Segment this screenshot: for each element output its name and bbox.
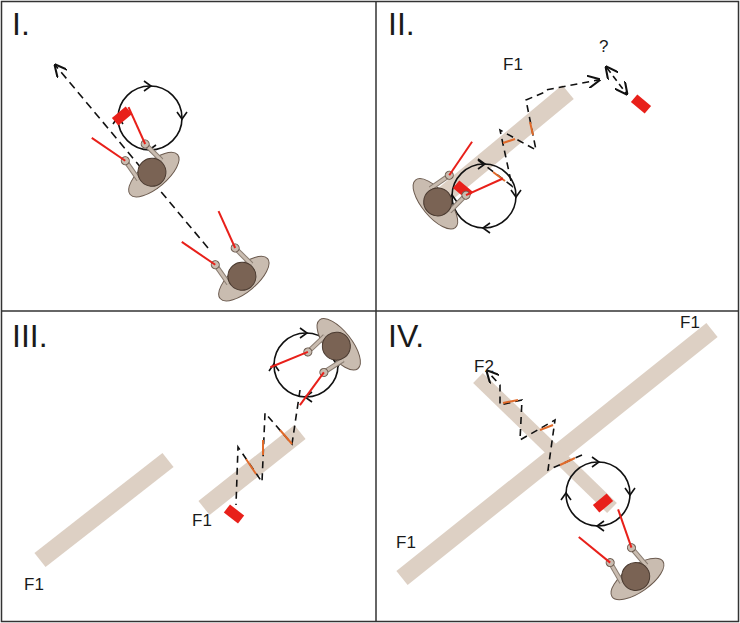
panel-four-art [402, 330, 712, 607]
trail-label: F1 [503, 56, 523, 73]
search-path [56, 66, 208, 248]
panel-two-art [406, 68, 652, 236]
trail-contact [246, 459, 256, 474]
zigzag-path [236, 390, 300, 505]
uncertain-arrow [607, 68, 626, 93]
person-figure [266, 312, 368, 411]
red-marker [593, 493, 613, 512]
panel-number: II. [388, 8, 415, 40]
zigzag-path [478, 80, 598, 186]
trail-band [40, 460, 168, 560]
zigzag-path [488, 372, 582, 470]
trail-band [402, 330, 712, 578]
panel-three-art [40, 312, 368, 560]
trail-contact [530, 122, 533, 135]
person-figure [176, 207, 276, 309]
trail-contact [503, 400, 518, 403]
panel-number: IV. [388, 320, 424, 352]
trail-band [204, 432, 300, 508]
trail-contact [262, 440, 264, 455]
search-loop [561, 457, 635, 531]
trail-label: F1 [680, 314, 700, 331]
person-figure [86, 103, 186, 205]
trail-label: F2 [474, 358, 494, 375]
panel-number: I. [12, 8, 30, 40]
trail-contact [503, 139, 515, 143]
trail-band [438, 92, 568, 200]
trail-label: F1 [192, 512, 212, 529]
person-figure [406, 136, 508, 236]
trail-contact [560, 458, 575, 465]
trail-band [478, 378, 612, 508]
trail-label: F1 [24, 576, 44, 593]
red-marker [224, 505, 244, 524]
person-figure [573, 505, 670, 607]
red-marker [631, 94, 651, 113]
trail-contact [280, 430, 292, 444]
trail-contact [540, 425, 553, 430]
question-mark: ? [599, 38, 608, 55]
trail-label: F1 [396, 534, 416, 551]
panel-one-art [56, 66, 276, 308]
panel-number: III. [12, 320, 48, 352]
panel-divider [2, 310, 739, 312]
